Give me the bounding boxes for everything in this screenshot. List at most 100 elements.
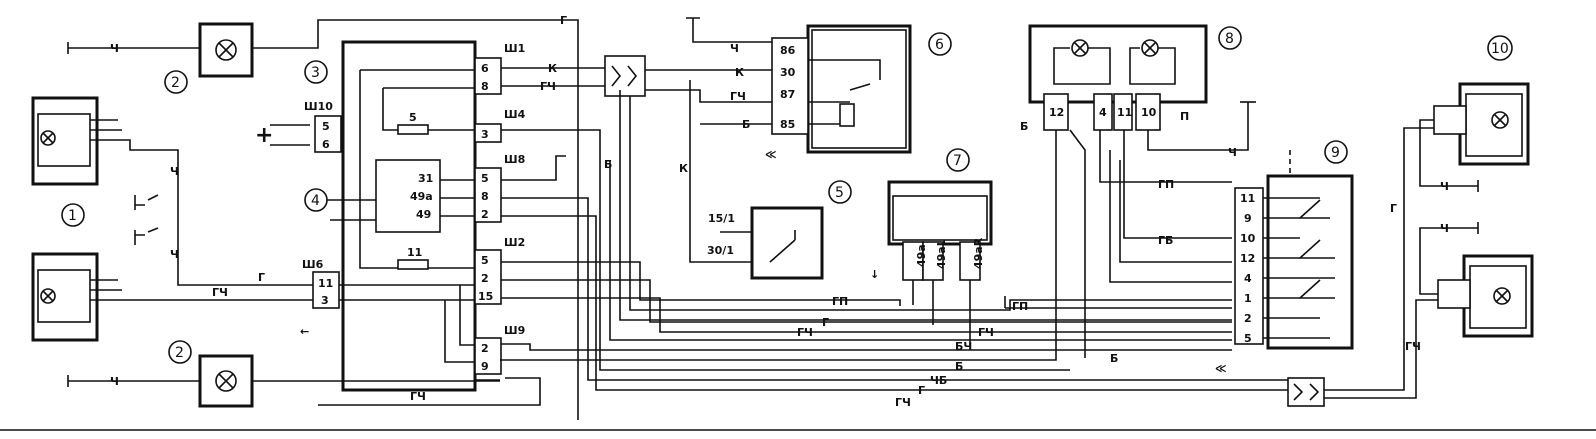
connector-sh10: Ш10 [304, 100, 333, 113]
sh8-pin-5: 5 [481, 172, 489, 185]
svg-text:ГЧ: ГЧ [540, 80, 556, 93]
block8-pin-11: 11 [1117, 106, 1132, 119]
sh8-pin-2: 2 [481, 208, 489, 221]
sh6-pin-3: 3 [321, 294, 329, 307]
callout-5: 5 [835, 185, 844, 201]
svg-text:Г: Г [1390, 202, 1397, 215]
block4-label-49: 49 [416, 208, 431, 221]
svg-text:ЧБ: ЧБ [930, 374, 947, 387]
svg-text:Б: Б [1110, 352, 1118, 365]
block4-label-49a: 49a [410, 190, 433, 203]
svg-text:Ч: Ч [1228, 146, 1237, 159]
block8-pin-4: 4 [1099, 106, 1107, 119]
callout-1: 1 [68, 208, 77, 224]
relay6-pin-30: 30 [780, 66, 796, 79]
block9-pin-10: 10 [1240, 232, 1256, 245]
svg-text:БЧ: БЧ [955, 340, 972, 353]
svg-text:Ч: Ч [1440, 222, 1449, 235]
svg-text:Б: Б [604, 158, 612, 171]
block7-pin-2: 49aL [935, 239, 948, 269]
sh10-pin-5: 5 [322, 120, 330, 133]
component-1-front-lamps: ЧЧ [31, 96, 300, 342]
svg-text:≪: ≪ [765, 148, 777, 161]
callout-6: 6 [935, 37, 944, 53]
svg-text:ГЧ: ГЧ [410, 390, 426, 403]
sh8-pin-8: 8 [481, 190, 489, 203]
sh2-pin-2: 2 [481, 272, 489, 285]
sh1-pin-6: 6 [481, 62, 489, 75]
callouts: 1 2 2 3 4 5 6 7 8 9 10 [61, 26, 1513, 364]
callout-3: 3 [311, 65, 320, 81]
svg-text:Б: Б [955, 360, 963, 373]
svg-text:ГБ: ГБ [1158, 234, 1173, 247]
svg-text:ГЧ: ГЧ [730, 90, 746, 103]
svg-text:Ч: Ч [110, 42, 119, 55]
block9-pin-9: 9 [1244, 212, 1252, 225]
svg-text:Ч: Ч [730, 42, 739, 55]
component-5-switch: 15/1 30/1 К [679, 80, 824, 280]
sh2-pin-5: 5 [481, 254, 489, 267]
svg-text:Ч: Ч [170, 248, 179, 261]
connector-sh8: Ш8 [504, 153, 525, 166]
svg-text:Ч: Ч [110, 375, 119, 388]
connector-sh4: Ш4 [504, 108, 526, 121]
svg-text:К: К [679, 162, 688, 175]
svg-text:←: ← [300, 325, 309, 338]
svg-text:ГЧ: ГЧ [1405, 340, 1421, 353]
svg-text:Б: Б [1020, 120, 1028, 133]
svg-text:ГП: ГП [832, 295, 848, 308]
callout-10: 10 [1491, 41, 1509, 57]
callout-7: 7 [953, 153, 962, 169]
svg-text:≪: ≪ [1215, 362, 1227, 375]
callout-2-top: 2 [171, 75, 180, 91]
sh6-pin-11: 11 [318, 277, 333, 290]
svg-text:К: К [735, 66, 744, 79]
sh10-pin-6: 6 [322, 138, 330, 151]
relay6-pin-85: 85 [780, 118, 795, 131]
svg-text:Г: Г [258, 271, 265, 284]
block8-pin-10: 10 [1141, 106, 1157, 119]
svg-text:ГЧ: ГЧ [978, 326, 994, 339]
svg-text:Ч: Ч [1440, 180, 1449, 193]
block9-pin-11: 11 [1240, 192, 1255, 205]
svg-text:ГП: ГП [1012, 300, 1028, 313]
component-6-relay: ЧК ГЧ Б ≪ [610, 17, 912, 161]
callout-4: 4 [311, 193, 320, 209]
positive-terminal: + [255, 123, 273, 148]
sh9-pin-9: 9 [481, 360, 489, 373]
block4-label-31: 31 [418, 172, 433, 185]
callout-8: 8 [1225, 31, 1234, 47]
block8-pin-12: 12 [1049, 106, 1064, 119]
rear-connector [1287, 377, 1325, 407]
fuse-label-11: 11 [407, 246, 422, 259]
svg-text:Г: Г [918, 384, 925, 397]
component-9-combination-switch: ГП ГБ ≪ [1158, 150, 1354, 375]
svg-text:ГП: ГП [1158, 178, 1174, 191]
callout-9: 9 [1331, 145, 1340, 161]
connector-sh2: Ш2 [504, 236, 525, 249]
block9-pin-1: 1 [1244, 292, 1252, 305]
block7-pin-1: 49a [915, 244, 928, 267]
block7-pin-3: 49aR [972, 237, 985, 269]
svg-text:Г: Г [822, 316, 829, 329]
svg-text:Ч: Ч [170, 165, 179, 178]
sh4-pin-3: 3 [481, 128, 489, 141]
relay-connector: К ГЧ [501, 55, 646, 97]
block9-pin-5: 5 [1244, 332, 1252, 345]
fuse-label-5: 5 [409, 111, 417, 124]
svg-text:Б: Б [742, 118, 750, 131]
svg-text:ГЧ: ГЧ [212, 286, 228, 299]
component-7-switch: 49a 49aL 49aR ↓ [870, 180, 993, 345]
block9-pin-2: 2 [1244, 312, 1252, 325]
relay6-pin-86: 86 [780, 44, 796, 57]
switch5-pin-1: 15/1 [708, 212, 735, 225]
connector-strips [312, 57, 502, 375]
component-10-rear-lamps: Ч Ч Г ГЧ [1320, 82, 1534, 399]
sh1-pin-8: 8 [481, 80, 489, 93]
svg-text:К: К [548, 62, 557, 75]
svg-text:ГЧ: ГЧ [797, 326, 813, 339]
svg-text:↓: ↓ [870, 268, 879, 281]
svg-text:П: П [1180, 110, 1189, 123]
